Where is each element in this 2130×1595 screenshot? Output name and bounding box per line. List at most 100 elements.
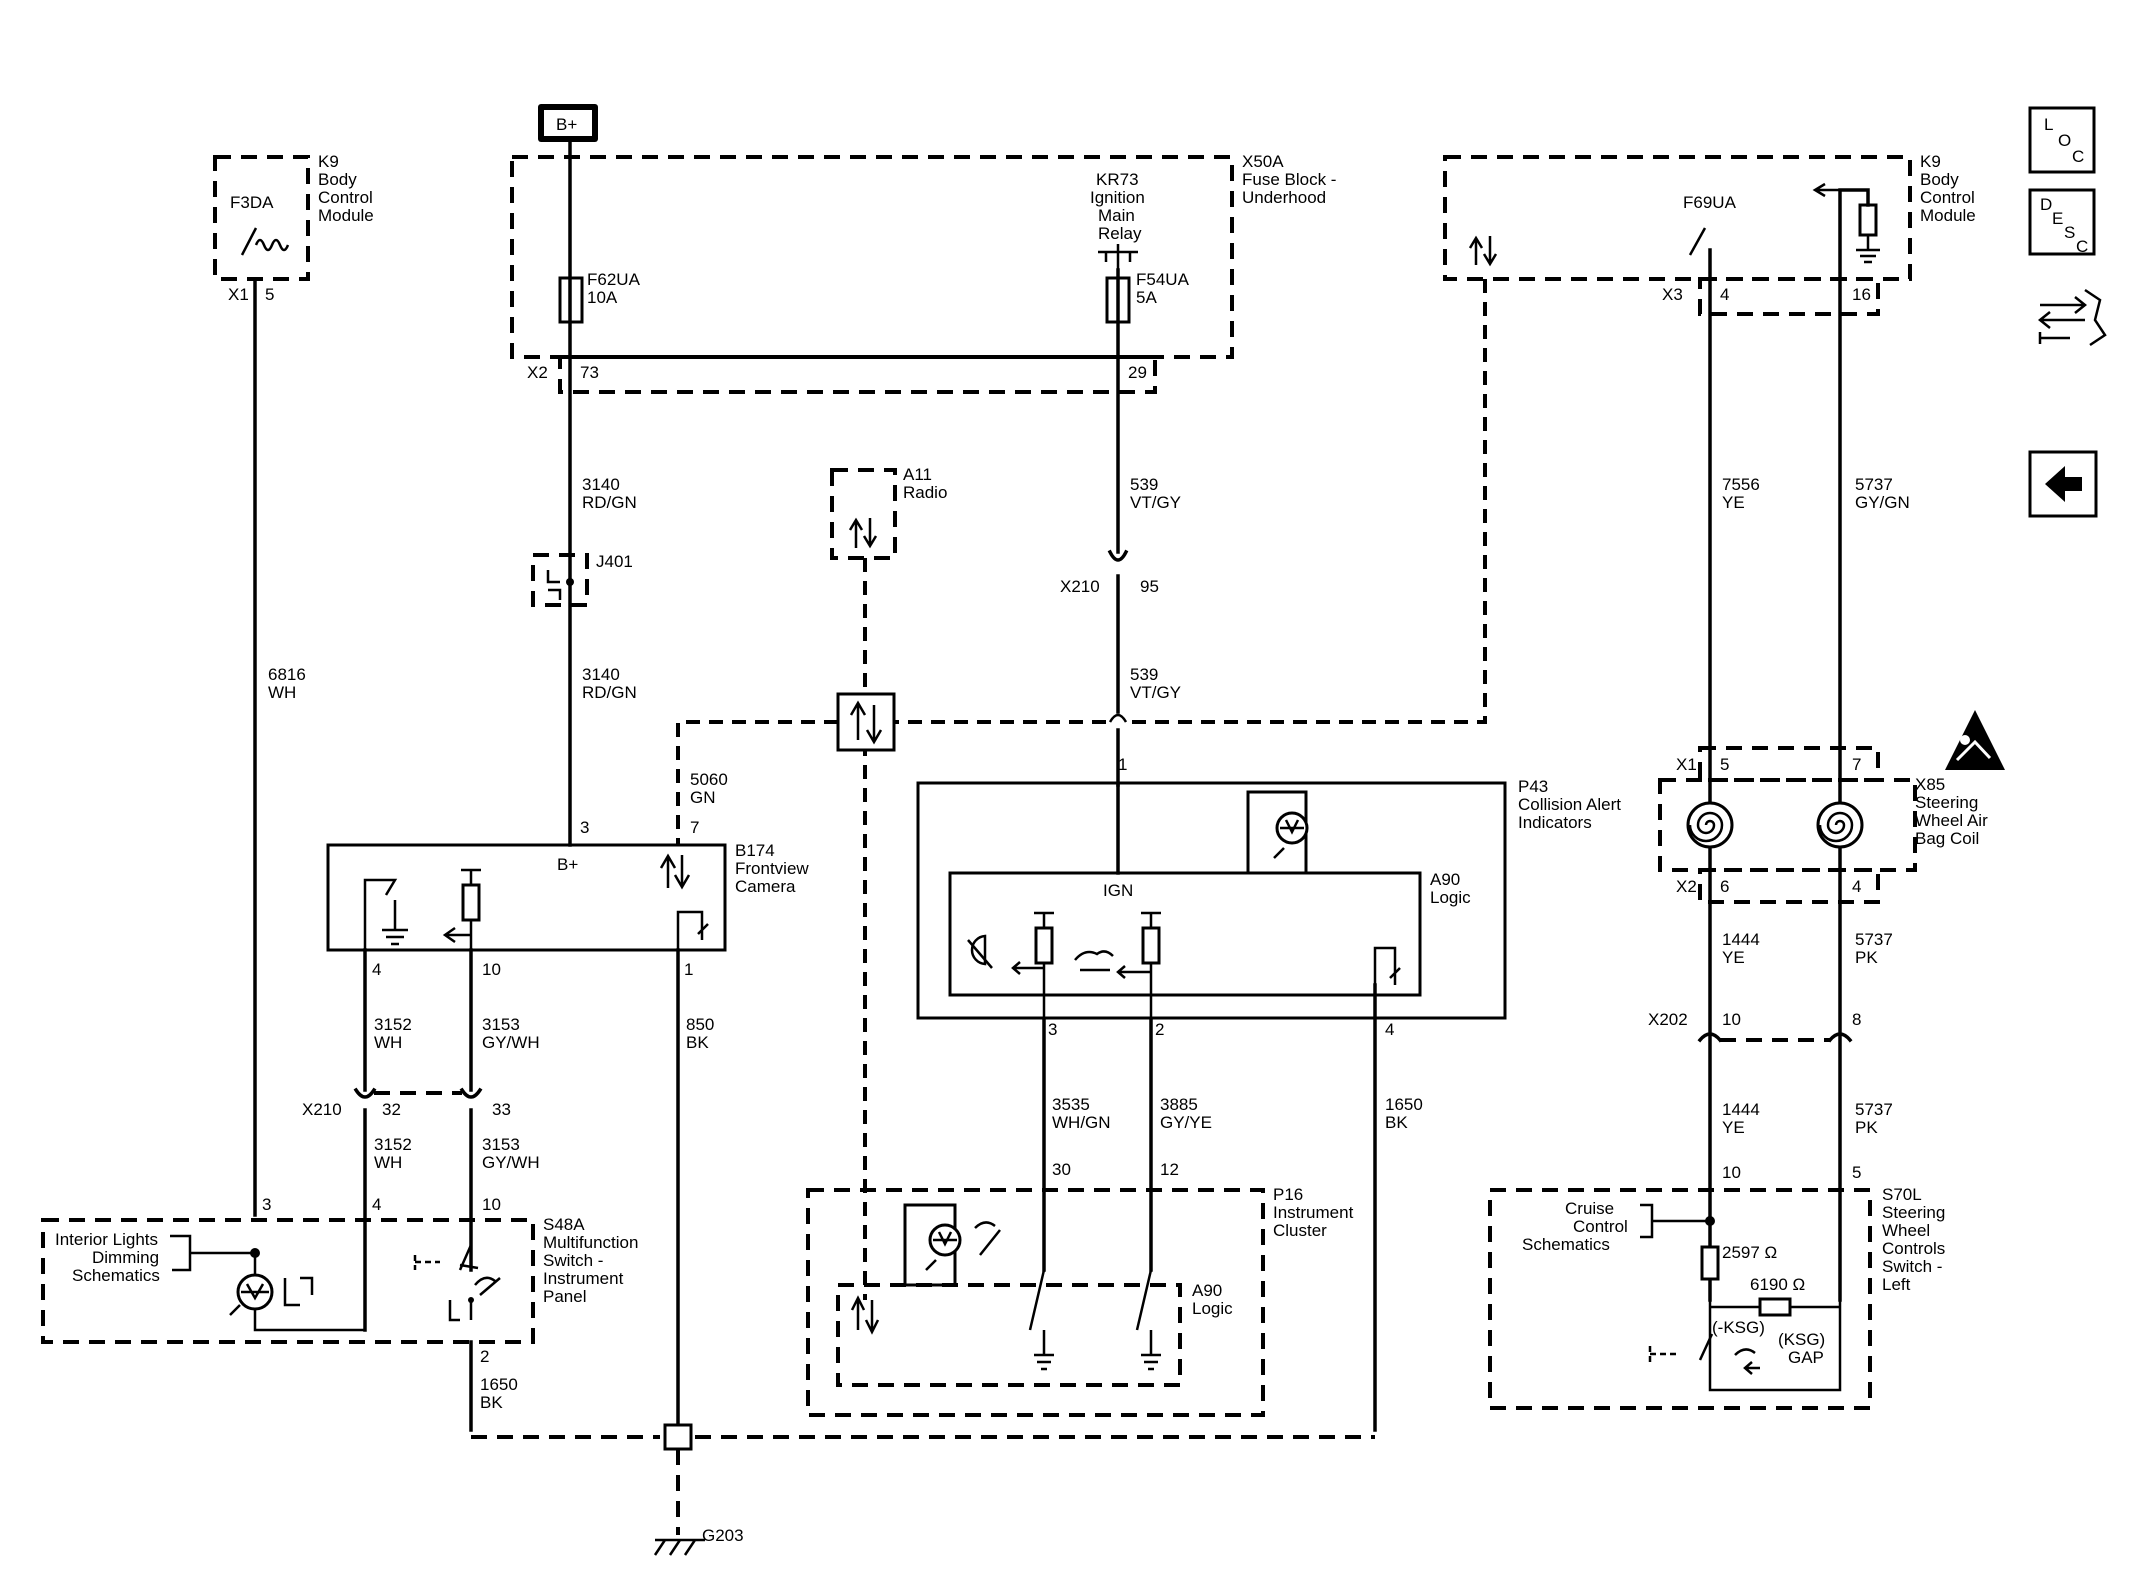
svg-text:PK: PK bbox=[1855, 1118, 1878, 1137]
svg-text:3535: 3535 bbox=[1052, 1095, 1090, 1114]
wire-3140: 3140 RD/GN 3140 RD/GN bbox=[568, 140, 637, 847]
svg-text:1650: 1650 bbox=[480, 1375, 518, 1394]
svg-text:PK: PK bbox=[1855, 948, 1878, 967]
svg-text:4: 4 bbox=[372, 1195, 381, 1214]
svg-text:Body: Body bbox=[1920, 170, 1959, 189]
svg-text:WH/GN: WH/GN bbox=[1052, 1113, 1111, 1132]
svg-text:Underhood: Underhood bbox=[1242, 188, 1326, 207]
svg-text:5737: 5737 bbox=[1855, 1100, 1893, 1119]
svg-text:D: D bbox=[2040, 195, 2052, 214]
svg-text:1: 1 bbox=[1118, 755, 1127, 774]
svg-text:33: 33 bbox=[492, 1100, 511, 1119]
svg-text:Indicators: Indicators bbox=[1518, 813, 1592, 832]
svg-text:B174: B174 bbox=[735, 841, 775, 860]
svg-text:4: 4 bbox=[372, 960, 381, 979]
diagnostic-wrench-icon[interactable] bbox=[2037, 288, 2107, 347]
svg-text:3152: 3152 bbox=[374, 1015, 412, 1034]
svg-text:16: 16 bbox=[1852, 285, 1871, 304]
svg-text:BK: BK bbox=[686, 1033, 709, 1052]
svg-text:2: 2 bbox=[1155, 1020, 1164, 1039]
svg-text:Control: Control bbox=[318, 188, 373, 207]
x85-steering-wheel-air-bag-coil: X1 5 7 X2 6 4 X85 Steering Wheel Air Bag… bbox=[1658, 746, 1988, 904]
svg-text:Ignition: Ignition bbox=[1090, 188, 1145, 207]
svg-text:1444: 1444 bbox=[1722, 930, 1760, 949]
svg-text:6816: 6816 bbox=[268, 665, 306, 684]
svg-text:J401: J401 bbox=[596, 552, 633, 571]
svg-text:3140: 3140 bbox=[582, 475, 620, 494]
svg-text:GY/GN: GY/GN bbox=[1855, 493, 1910, 512]
svg-text:A90: A90 bbox=[1430, 870, 1460, 889]
svg-text:539: 539 bbox=[1130, 475, 1158, 494]
svg-text:32: 32 bbox=[382, 1100, 401, 1119]
svg-text:10: 10 bbox=[1722, 1163, 1741, 1182]
svg-text:539: 539 bbox=[1130, 665, 1158, 684]
svg-text:Collision Alert: Collision Alert bbox=[1518, 795, 1621, 814]
svg-text:73: 73 bbox=[580, 363, 599, 382]
svg-text:Switch -: Switch - bbox=[543, 1251, 603, 1270]
svg-text:7556: 7556 bbox=[1722, 475, 1760, 494]
back-arrow-button[interactable] bbox=[2028, 450, 2098, 518]
svg-text:C: C bbox=[2072, 147, 2084, 166]
svg-text:5060: 5060 bbox=[690, 770, 728, 789]
svg-text:10: 10 bbox=[1722, 1010, 1741, 1029]
svg-text:1650: 1650 bbox=[1385, 1095, 1423, 1114]
svg-text:F54UA: F54UA bbox=[1136, 270, 1190, 289]
svg-text:Switch -: Switch - bbox=[1882, 1257, 1942, 1276]
svg-text:WH: WH bbox=[374, 1033, 402, 1052]
svg-text:P43: P43 bbox=[1518, 777, 1548, 796]
svg-text:5737: 5737 bbox=[1855, 930, 1893, 949]
svg-text:IGN: IGN bbox=[1103, 881, 1133, 900]
svg-text:X202: X202 bbox=[1648, 1010, 1688, 1029]
svg-text:3153: 3153 bbox=[482, 1015, 520, 1034]
svg-text:S: S bbox=[2064, 223, 2075, 242]
wire-3152-3153: 3152 WH 3153 GY/WH X210 32 33 3152 WH 31… bbox=[302, 948, 540, 1332]
svg-text:Left: Left bbox=[1882, 1275, 1911, 1294]
svg-text:Relay: Relay bbox=[1098, 224, 1142, 243]
location-nav-button[interactable]: L O C bbox=[2028, 106, 2096, 174]
svg-text:10A: 10A bbox=[587, 288, 618, 307]
svg-text:X210: X210 bbox=[1060, 577, 1100, 596]
svg-text:X2: X2 bbox=[527, 363, 548, 382]
description-nav-button[interactable]: D E S C bbox=[2028, 188, 2096, 256]
svg-text:E: E bbox=[2052, 209, 2063, 228]
svg-text:BK: BK bbox=[1385, 1113, 1408, 1132]
wire-7556: 7556 YE bbox=[1708, 248, 1760, 1302]
svg-text:RD/GN: RD/GN bbox=[582, 493, 637, 512]
svg-text:7: 7 bbox=[1852, 755, 1861, 774]
svg-text:YE: YE bbox=[1722, 493, 1745, 512]
svg-text:Schematics: Schematics bbox=[1522, 1235, 1610, 1254]
svg-text:850: 850 bbox=[686, 1015, 714, 1034]
svg-text:3: 3 bbox=[262, 1195, 271, 1214]
svg-text:5: 5 bbox=[1720, 755, 1729, 774]
svg-text:6190 Ω: 6190 Ω bbox=[1750, 1275, 1805, 1294]
a11-radio: A11 Radio bbox=[830, 465, 947, 560]
svg-text:10: 10 bbox=[482, 960, 501, 979]
svg-text:3152: 3152 bbox=[374, 1135, 412, 1154]
svg-text:Panel: Panel bbox=[543, 1287, 586, 1306]
svg-text:Instrument: Instrument bbox=[543, 1269, 624, 1288]
svg-text:29: 29 bbox=[1128, 363, 1147, 382]
svg-text:1444: 1444 bbox=[1722, 1100, 1760, 1119]
svg-text:Logic: Logic bbox=[1192, 1299, 1233, 1318]
svg-text:VT/GY: VT/GY bbox=[1130, 683, 1181, 702]
svg-text:Multifunction: Multifunction bbox=[543, 1233, 638, 1252]
svg-text:BK: BK bbox=[480, 1393, 503, 1412]
svg-text:3: 3 bbox=[580, 818, 589, 837]
svg-text:Wheel: Wheel bbox=[1882, 1221, 1930, 1240]
svg-text:WH: WH bbox=[268, 683, 296, 702]
j401-splice: J401 bbox=[531, 552, 633, 607]
svg-text:1: 1 bbox=[684, 960, 693, 979]
svg-text:A11: A11 bbox=[903, 465, 932, 484]
svg-text:P16: P16 bbox=[1273, 1185, 1303, 1204]
svg-text:YE: YE bbox=[1722, 1118, 1745, 1137]
svg-text:C: C bbox=[2076, 237, 2088, 256]
svg-text:Camera: Camera bbox=[735, 877, 796, 896]
svg-text:3153: 3153 bbox=[482, 1135, 520, 1154]
p16-instrument-cluster: 3535 WH/GN 3885 GY/YE 1650 BK 30 12 P16 … bbox=[806, 983, 1423, 1432]
svg-text:5: 5 bbox=[1852, 1163, 1861, 1182]
svg-text:GY/WH: GY/WH bbox=[482, 1153, 540, 1172]
svg-text:WH: WH bbox=[374, 1153, 402, 1172]
svg-text:RD/GN: RD/GN bbox=[582, 683, 637, 702]
svg-text:Module: Module bbox=[1920, 206, 1976, 225]
